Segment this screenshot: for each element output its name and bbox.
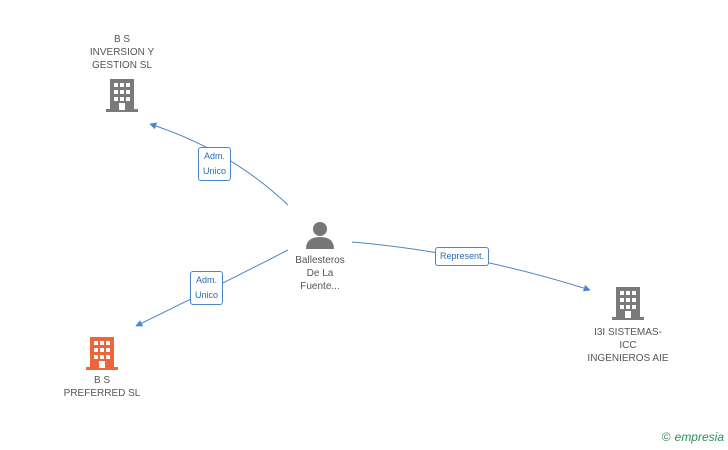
edge-label-bottom-left: Adm. Unico xyxy=(190,271,224,305)
copyright-symbol: © xyxy=(661,430,671,444)
brand-name: empresia xyxy=(674,430,724,444)
building-icon xyxy=(612,287,644,320)
company-name-bottom-left[interactable]: B S PREFERRED SL xyxy=(63,375,141,399)
company-node-top-left[interactable]: B S INVERSION Y GESTION SL xyxy=(60,33,184,112)
person-node-center[interactable]: Ballesteros De La Fuente... xyxy=(270,220,370,293)
edge-label-top-left: Adm. Unico xyxy=(198,147,232,181)
company-node-right[interactable]: I3I SISTEMAS- ICC INGENIEROS AIE xyxy=(566,286,690,365)
company-name-top-left[interactable]: B S INVERSION Y GESTION SL xyxy=(89,34,155,71)
building-icon xyxy=(106,79,138,112)
empresia-watermark[interactable]: ©empresia xyxy=(662,430,724,444)
edge-label-right: Represent. xyxy=(435,247,490,266)
company-node-bottom-left[interactable]: B S PREFERRED SL xyxy=(40,336,164,400)
person-name[interactable]: Ballesteros De La Fuente... xyxy=(295,255,345,292)
company-name-right[interactable]: I3I SISTEMAS- ICC INGENIEROS AIE xyxy=(587,327,669,364)
building-icon xyxy=(86,337,118,370)
person-icon xyxy=(306,222,334,249)
